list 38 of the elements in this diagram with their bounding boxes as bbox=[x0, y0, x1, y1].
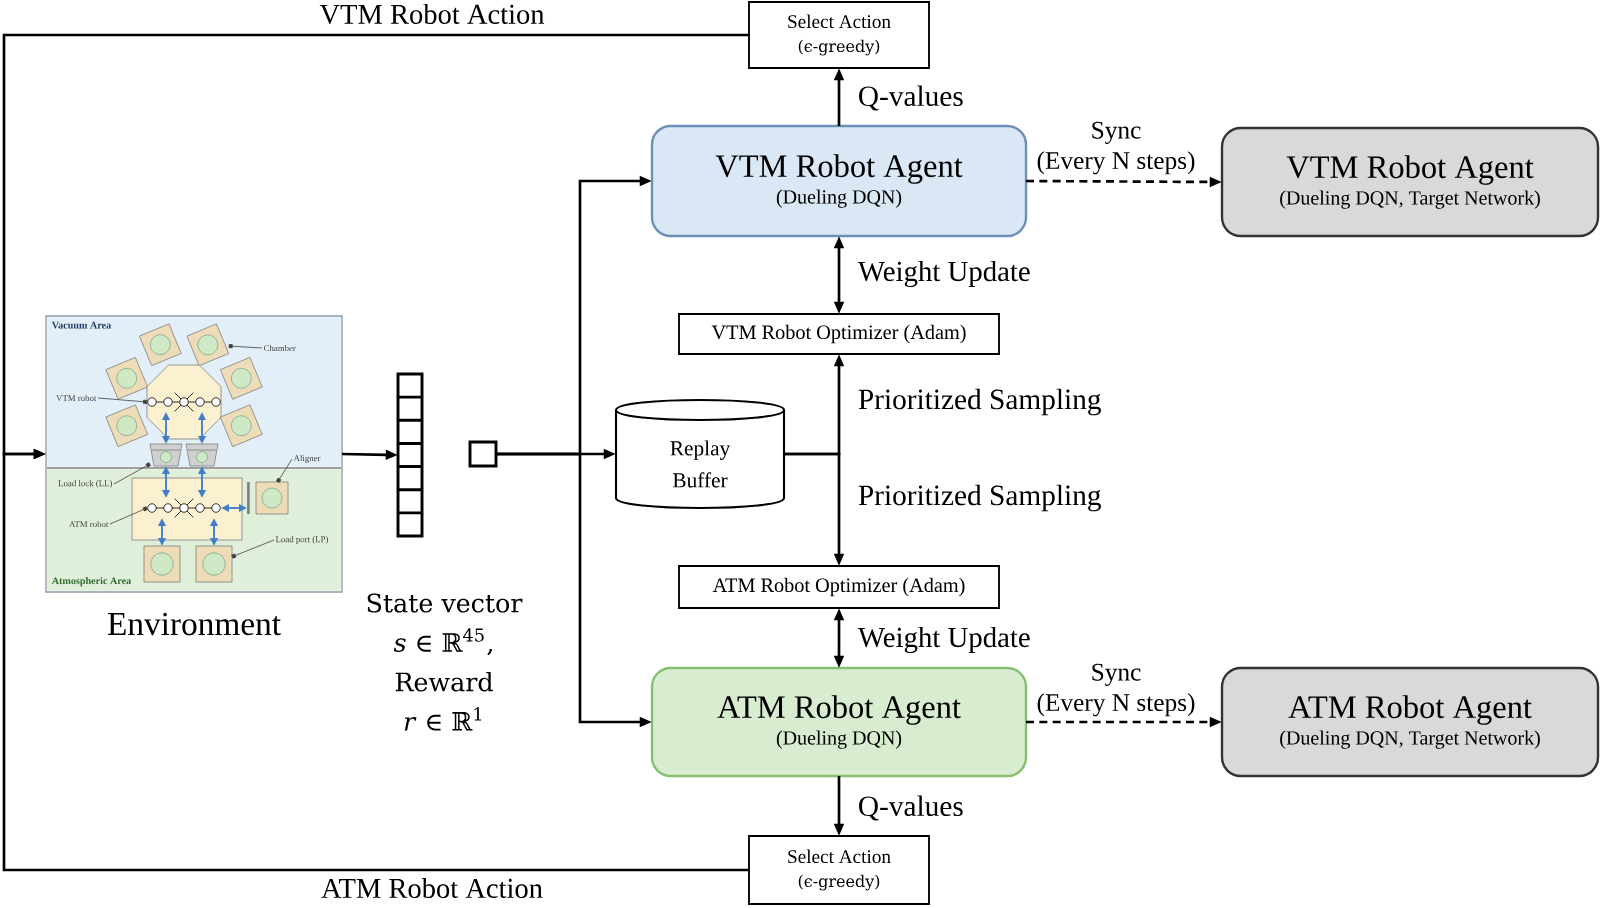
edge-label: Q-values bbox=[859, 85, 963, 111]
robot-symbol bbox=[147, 498, 221, 518]
panel-title: Environment bbox=[107, 612, 281, 636]
optimizer-box: VTM Robot Optimizer (Adam) bbox=[678, 313, 1000, 355]
leader-line bbox=[231, 539, 275, 559]
vector-caption: State vector s ∈ ℝ$^{45}$, Reward r ∈ ℝ$^{1}$ bbox=[367, 593, 523, 731]
square-shape bbox=[468, 440, 498, 468]
edge-label: Q-values bbox=[859, 795, 963, 821]
station-symbol bbox=[143, 545, 181, 583]
edge-label: ATM Robot Action bbox=[321, 878, 543, 899]
leader-line bbox=[228, 344, 263, 349]
action-box: Select Action (ϵ-greedy) bbox=[748, 835, 930, 905]
load-lock-symbol bbox=[185, 443, 219, 467]
edge-label: Sync (Every N steps) bbox=[1037, 121, 1195, 175]
action-box: Select Action (ϵ-greedy) bbox=[748, 1, 930, 69]
optimizer-box: ATM Robot Optimizer (Adam) bbox=[678, 565, 1000, 609]
database-cylinder: Replay Buffer bbox=[614, 398, 786, 510]
edge-label: Prioritized Sampling bbox=[858, 484, 1101, 512]
leader-line bbox=[109, 506, 148, 525]
chamber-symbol bbox=[186, 323, 230, 367]
leader-line bbox=[276, 458, 293, 483]
robot-symbol bbox=[147, 392, 221, 412]
edge-label: VTM Robot Action bbox=[319, 3, 545, 25]
aligner-symbol bbox=[247, 481, 289, 515]
station-symbol bbox=[195, 545, 233, 583]
target-box: ATM Robot Agent (Dueling DQN, Target Network) bbox=[1220, 666, 1600, 778]
target-box: VTM Robot Agent (Dueling DQN, Target Network) bbox=[1220, 126, 1600, 238]
agent-box: ATM Robot Agent (Dueling DQN) bbox=[650, 666, 1028, 778]
leader-line bbox=[97, 397, 148, 404]
agent-box: VTM Robot Agent (Dueling DQN) bbox=[650, 124, 1028, 238]
edge-label: Prioritized Sampling bbox=[858, 388, 1101, 416]
edge-label: Sync (Every N steps) bbox=[1037, 663, 1195, 717]
load-lock-symbol bbox=[149, 443, 183, 467]
leader-line bbox=[113, 462, 151, 485]
edge-label: Weight Update bbox=[857, 626, 1030, 654]
edge-label: Weight Update bbox=[857, 260, 1030, 288]
arrow bbox=[2, 448, 749, 872]
vector-column bbox=[396, 372, 424, 538]
